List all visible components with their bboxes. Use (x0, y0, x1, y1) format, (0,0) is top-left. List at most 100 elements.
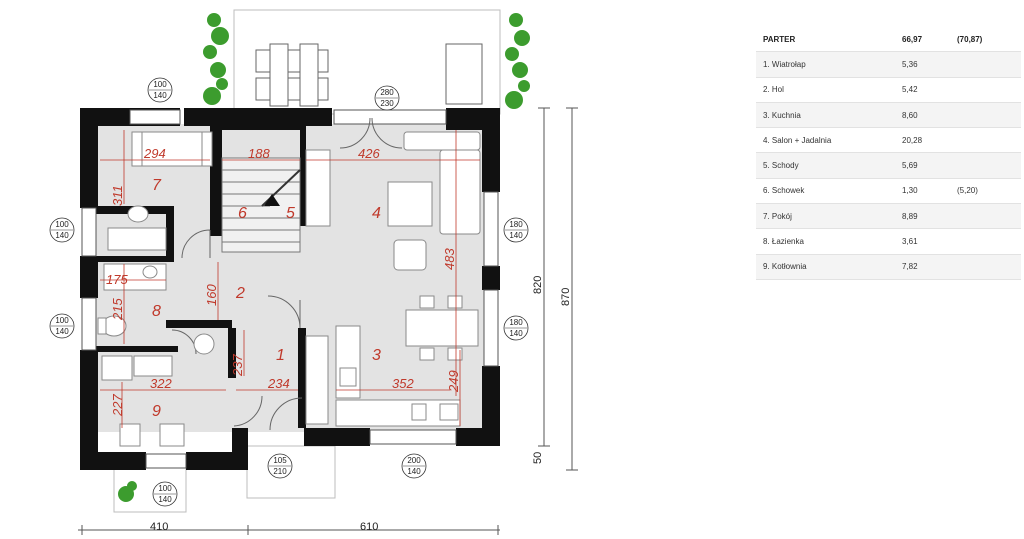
room-name: 8. Łazienka (756, 228, 895, 255)
outer-dim-610: 610 (360, 521, 378, 533)
room-area-extra (950, 102, 1021, 129)
svg-text:280: 280 (380, 88, 394, 97)
plants (118, 13, 530, 502)
room-number-6: 6 (238, 205, 247, 222)
furniture (97, 131, 481, 447)
dim-426: 426 (358, 146, 380, 161)
room-number-8: 8 (152, 303, 161, 320)
table-row: 6. Schowek 1,30 (5,20) (756, 178, 1021, 205)
windows (81, 109, 499, 469)
table-row: 8. Łazienka 3,61 (756, 228, 1021, 255)
room-area-extra (950, 203, 1021, 230)
room-name: 4. Salon + Jadalnia (756, 127, 895, 154)
table-header-row: PARTER 66,97 (70,87) (756, 27, 1021, 53)
room-number-7: 7 (152, 177, 162, 194)
window-tag-2: 280 230 (374, 85, 400, 111)
room-number-5: 5 (286, 205, 295, 222)
dimension-lines (78, 107, 578, 535)
room-area-extra (950, 127, 1021, 154)
room-area-extra (950, 51, 1021, 78)
svg-text:140: 140 (509, 231, 523, 240)
room-area: 5,69 (895, 152, 950, 179)
svg-text:140: 140 (158, 495, 172, 504)
svg-text:100: 100 (55, 316, 69, 325)
svg-text:100: 100 (158, 484, 172, 493)
room-area: 5,36 (895, 51, 950, 78)
window-tag-1: 100 140 (147, 77, 173, 103)
floor-plan: 1 2 3 4 5 6 7 8 9 294 188 426 311 175 21… (49, 9, 578, 535)
room-area-extra (950, 152, 1021, 179)
room-number-1: 1 (276, 347, 285, 364)
room-area: 7,82 (895, 254, 950, 280)
terrace-furniture (255, 43, 483, 107)
room-area-extra (950, 77, 1021, 103)
dim-215: 215 (110, 298, 125, 321)
dim-322: 322 (150, 376, 172, 391)
table-header-extra: (70,87) (950, 27, 1021, 53)
room-name: 1. Wiatrołap (756, 51, 895, 78)
dim-188: 188 (248, 146, 270, 161)
room-area: 5,42 (895, 77, 950, 103)
room-name: 7. Pokój (756, 203, 895, 230)
outer-dim-820: 820 (532, 276, 544, 294)
room-name: 3. Kuchnia (756, 102, 895, 129)
dim-175: 175 (106, 272, 128, 287)
dim-160: 160 (204, 284, 219, 306)
room-area: 1,30 (895, 178, 950, 205)
room-area: 20,28 (895, 127, 950, 154)
table-row: 1. Wiatrołap 5,36 (756, 51, 1021, 78)
room-area-extra (950, 228, 1021, 255)
svg-text:100: 100 (55, 220, 69, 229)
terrace-bottom (246, 445, 336, 499)
outer-dim-50: 50 (532, 452, 544, 464)
window-tag-3: 100 140 (49, 217, 75, 243)
svg-text:140: 140 (407, 467, 421, 476)
room-area: 8,89 (895, 203, 950, 230)
room-name: 5. Schody (756, 152, 895, 179)
room-number-3: 3 (372, 347, 381, 364)
dim-227: 227 (110, 394, 125, 417)
outer-dim-410: 410 (150, 521, 168, 533)
window-tag-9: 100 140 (152, 481, 178, 507)
dim-237: 237 (230, 354, 245, 377)
dim-311: 311 (110, 185, 125, 206)
window-tag-5: 100 140 (49, 313, 75, 339)
room-area-extra: (5,20) (950, 178, 1021, 205)
dim-294: 294 (143, 146, 166, 161)
room-area-extra (950, 254, 1021, 280)
room-number-4: 4 (372, 205, 381, 222)
svg-text:200: 200 (407, 456, 421, 465)
room-number-9: 9 (152, 403, 161, 420)
room-name: 2. Hol (756, 77, 895, 103)
svg-text:105: 105 (273, 456, 287, 465)
room-number-2: 2 (235, 285, 245, 302)
table-row: 3. Kuchnia 8,60 (756, 102, 1021, 129)
outer-dim-870: 870 (560, 288, 572, 306)
inner-walls (96, 126, 306, 428)
svg-text:140: 140 (153, 91, 167, 100)
svg-text:140: 140 (55, 327, 69, 336)
dim-249: 249 (446, 370, 461, 393)
svg-text:100: 100 (153, 80, 167, 89)
window-tag-8: 200 140 (401, 453, 427, 479)
svg-text:180: 180 (509, 318, 523, 327)
window-tag-4: 180 140 (503, 217, 529, 243)
room-area: 3,61 (895, 228, 950, 255)
svg-text:140: 140 (509, 329, 523, 338)
table-header-name: PARTER (756, 27, 895, 53)
table-row: 7. Pokój 8,89 (756, 203, 1021, 230)
room-name: 6. Schowek (756, 178, 895, 205)
table-row: 4. Salon + Jadalnia 20,28 (756, 127, 1021, 154)
inner-dimension-lines (100, 130, 480, 428)
table-row: 2. Hol 5,42 (756, 77, 1021, 103)
dim-234: 234 (267, 376, 290, 391)
room-area: 8,60 (895, 102, 950, 129)
svg-text:180: 180 (509, 220, 523, 229)
svg-text:230: 230 (380, 99, 394, 108)
table-header-area: 66,97 (895, 27, 950, 53)
table-row: 9. Kotłownia 7,82 (756, 254, 1021, 280)
svg-text:140: 140 (55, 231, 69, 240)
dim-483: 483 (442, 248, 457, 270)
stairs (221, 157, 301, 253)
dim-352: 352 (392, 376, 414, 391)
